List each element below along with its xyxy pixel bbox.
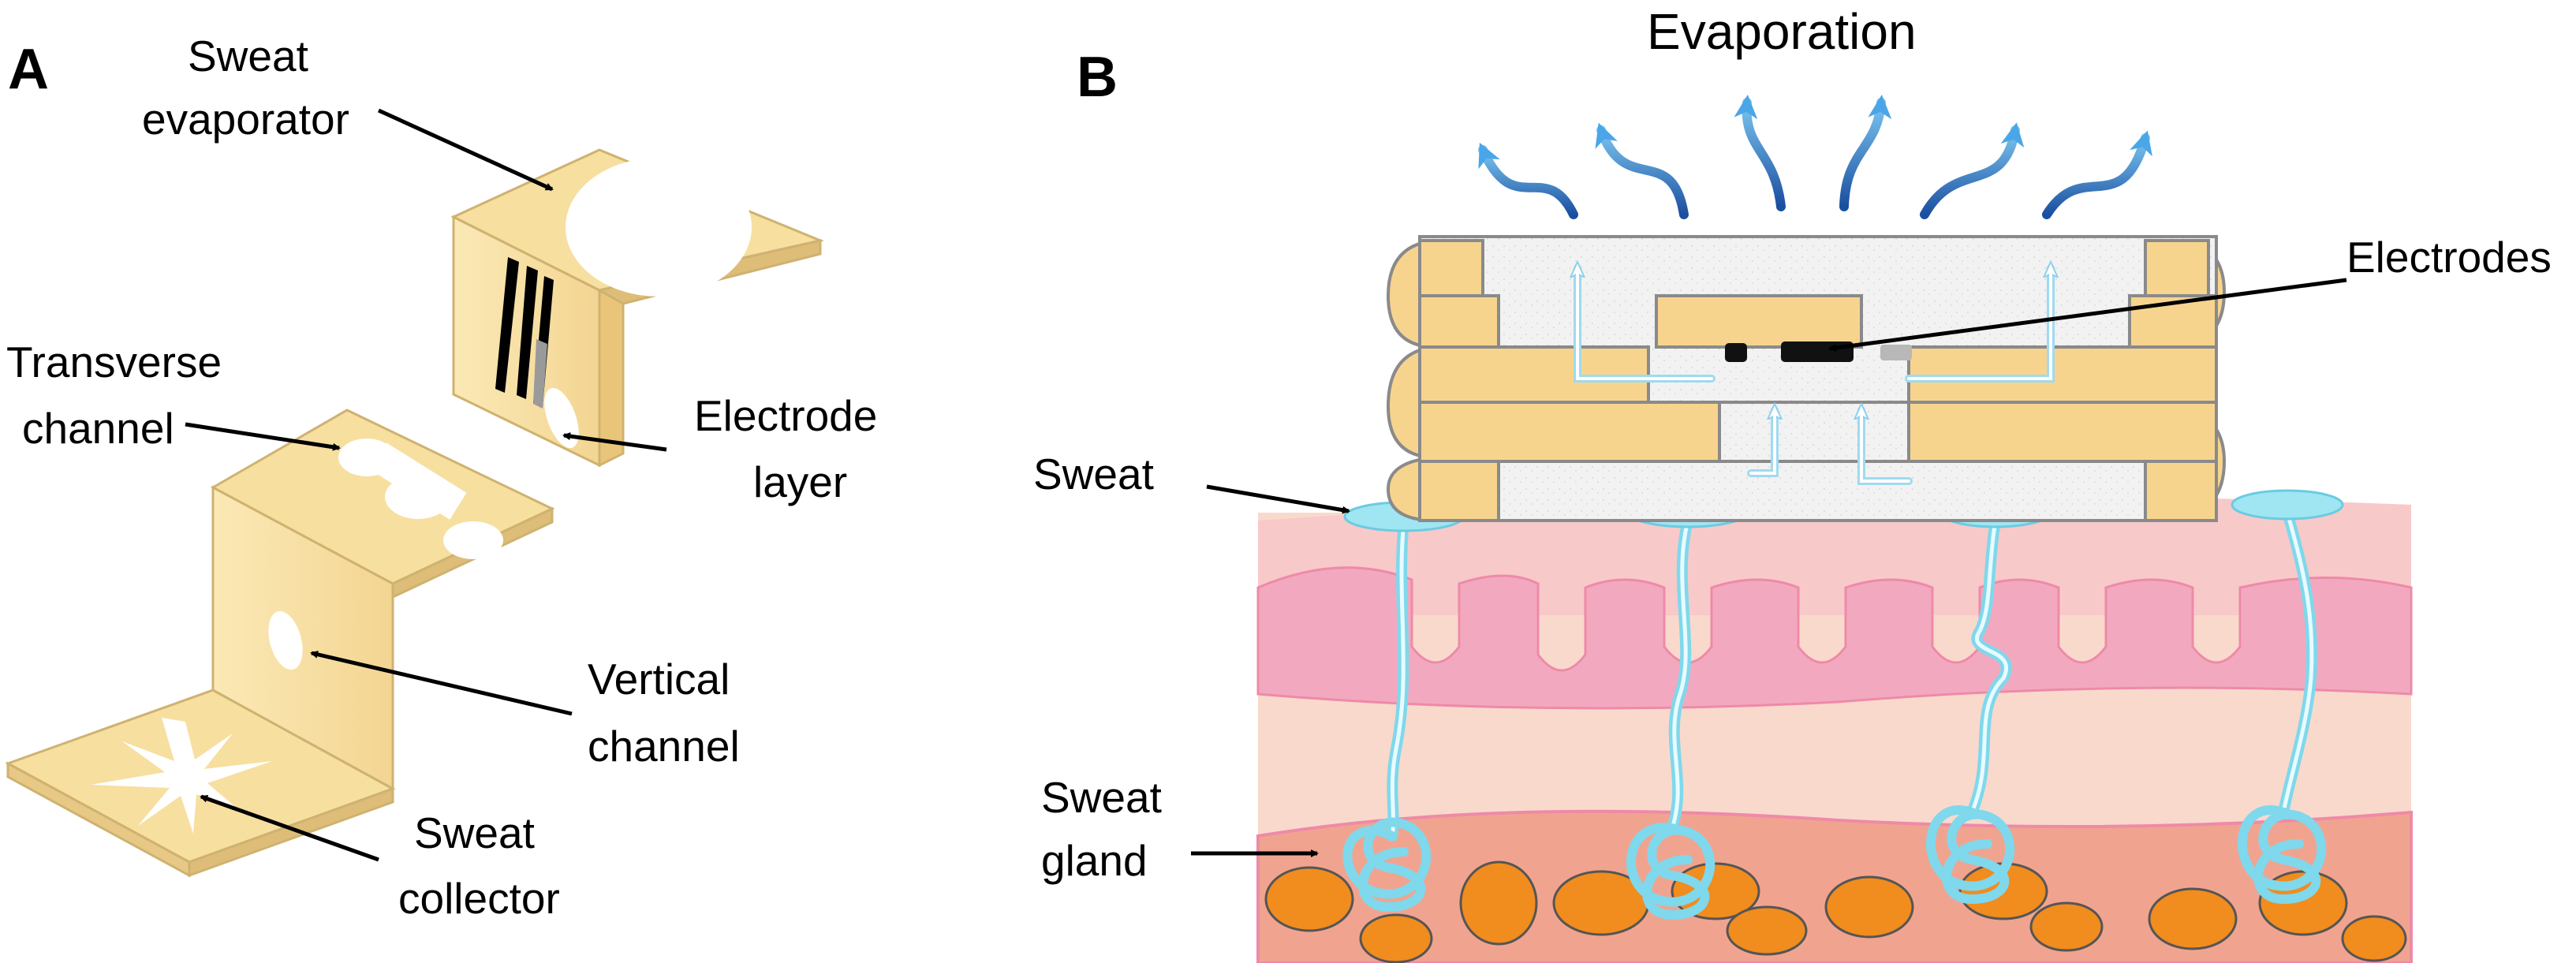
sweat-duct-inner-4 — [2281, 510, 2314, 815]
fat-cell — [2148, 887, 2238, 950]
sweat-droplet-4 — [2231, 489, 2344, 521]
sweat-gland-4 — [2238, 805, 2327, 904]
electrode-strip-ref — [533, 339, 547, 409]
label-collector-1: Sweat — [414, 808, 535, 857]
fat-cell — [1359, 913, 1433, 963]
paper-top-right — [2144, 239, 2210, 297]
label-collector-2: collector — [398, 874, 560, 923]
flow-right-top-inner — [1907, 271, 2052, 380]
fat-cell — [2341, 915, 2407, 962]
electrode-working — [1725, 343, 1747, 362]
panel-a-letter: A — [8, 38, 49, 101]
evap-arrow-3 — [1734, 95, 1786, 211]
sweat-glands — [1342, 805, 2327, 920]
electrode-counter — [1781, 342, 1854, 362]
paper-row2-left — [1418, 294, 1500, 349]
skin-cross-section — [1256, 495, 2413, 963]
label-transverse-2: channel — [22, 404, 174, 453]
label-electrode-1: Electrode — [694, 391, 877, 440]
label-vertical-2: channel — [588, 722, 740, 771]
electrode-reference — [1880, 345, 1912, 360]
evaporation-arrows — [1478, 95, 2152, 219]
electrode-strip-1 — [495, 257, 519, 393]
label-evaporation: Evaporation — [1647, 3, 1917, 60]
label-sweat-evaporator-1: Sweat — [188, 32, 308, 80]
label-transverse-1: Transverse — [6, 338, 222, 386]
spacer-center — [1718, 401, 1910, 463]
fat-cell — [1726, 905, 1808, 956]
paper-row4-left — [1418, 401, 1721, 463]
sweat-ducts-inner — [1390, 510, 2314, 838]
evap-arrow-4 — [1839, 95, 1892, 211]
collector-platform-front — [188, 786, 394, 878]
sweat-gland-3 — [1926, 805, 2015, 904]
arrow-electrode — [562, 432, 667, 452]
flow-left-top-inner — [1576, 271, 1713, 380]
paper-row2-center — [1655, 294, 1863, 349]
sweat-gland-2 — [1626, 823, 1715, 920]
label-sweat-evaporator-2: evaporator — [142, 95, 349, 144]
label-gland-1: Sweat — [1041, 773, 1162, 822]
panel-b-letter: B — [1077, 46, 1118, 109]
sweat-flow-inner — [1576, 271, 2052, 483]
evap-arrow-5 — [1920, 122, 2025, 219]
arrow-sweat-evaporator — [377, 108, 554, 192]
transverse-pad-3 — [443, 521, 503, 559]
flow-right-up-inner — [1860, 412, 1910, 483]
electrode-strips — [495, 257, 554, 409]
paper-row5-left — [1418, 460, 1500, 522]
evap-arrow-6 — [2042, 130, 2152, 219]
sweat-duct-inner-3 — [1969, 518, 2008, 815]
electrode-strip-2 — [517, 266, 538, 399]
panel-a: A — [5, 32, 877, 923]
fat-cell — [1264, 866, 1354, 932]
arrow-transverse — [185, 422, 341, 451]
arrow-electrodes — [1828, 278, 2347, 352]
arrow-vertical — [310, 650, 573, 716]
arrow-collector — [200, 794, 379, 862]
flow-left-up-inner — [1749, 412, 1776, 475]
electrode-wall-side — [598, 275, 625, 468]
label-sweat: Sweat — [1033, 450, 1154, 498]
label-electrode-2: layer — [753, 457, 847, 506]
sweat-gland-1 — [1342, 817, 1432, 912]
arrow-sweat — [1206, 484, 1350, 514]
device-stack — [1386, 235, 2227, 522]
paper-row4-right — [1907, 401, 2218, 463]
fat-cell — [1459, 860, 1538, 946]
label-vertical-1: Vertical — [588, 655, 730, 704]
sweat-duct-inner-1 — [1390, 518, 1406, 838]
evap-arrow-2 — [1595, 122, 1689, 219]
label-electrodes: Electrodes — [2346, 233, 2552, 282]
skin-papillae — [1256, 566, 2413, 710]
panel-b: B Evaporation — [1033, 3, 2552, 963]
fat-cell — [2029, 901, 2104, 952]
sweat-duct-inner-2 — [1670, 518, 1690, 830]
vertical-channel-hole — [268, 610, 303, 670]
paper-top-left — [1418, 239, 1484, 297]
paper-row5-right — [2144, 460, 2218, 522]
transverse-link — [369, 442, 467, 520]
fat-cell — [1824, 875, 1914, 939]
evaporator-pad — [566, 158, 752, 297]
label-gland-2: gland — [1041, 836, 1148, 885]
evap-arrow-1 — [1478, 142, 1578, 219]
